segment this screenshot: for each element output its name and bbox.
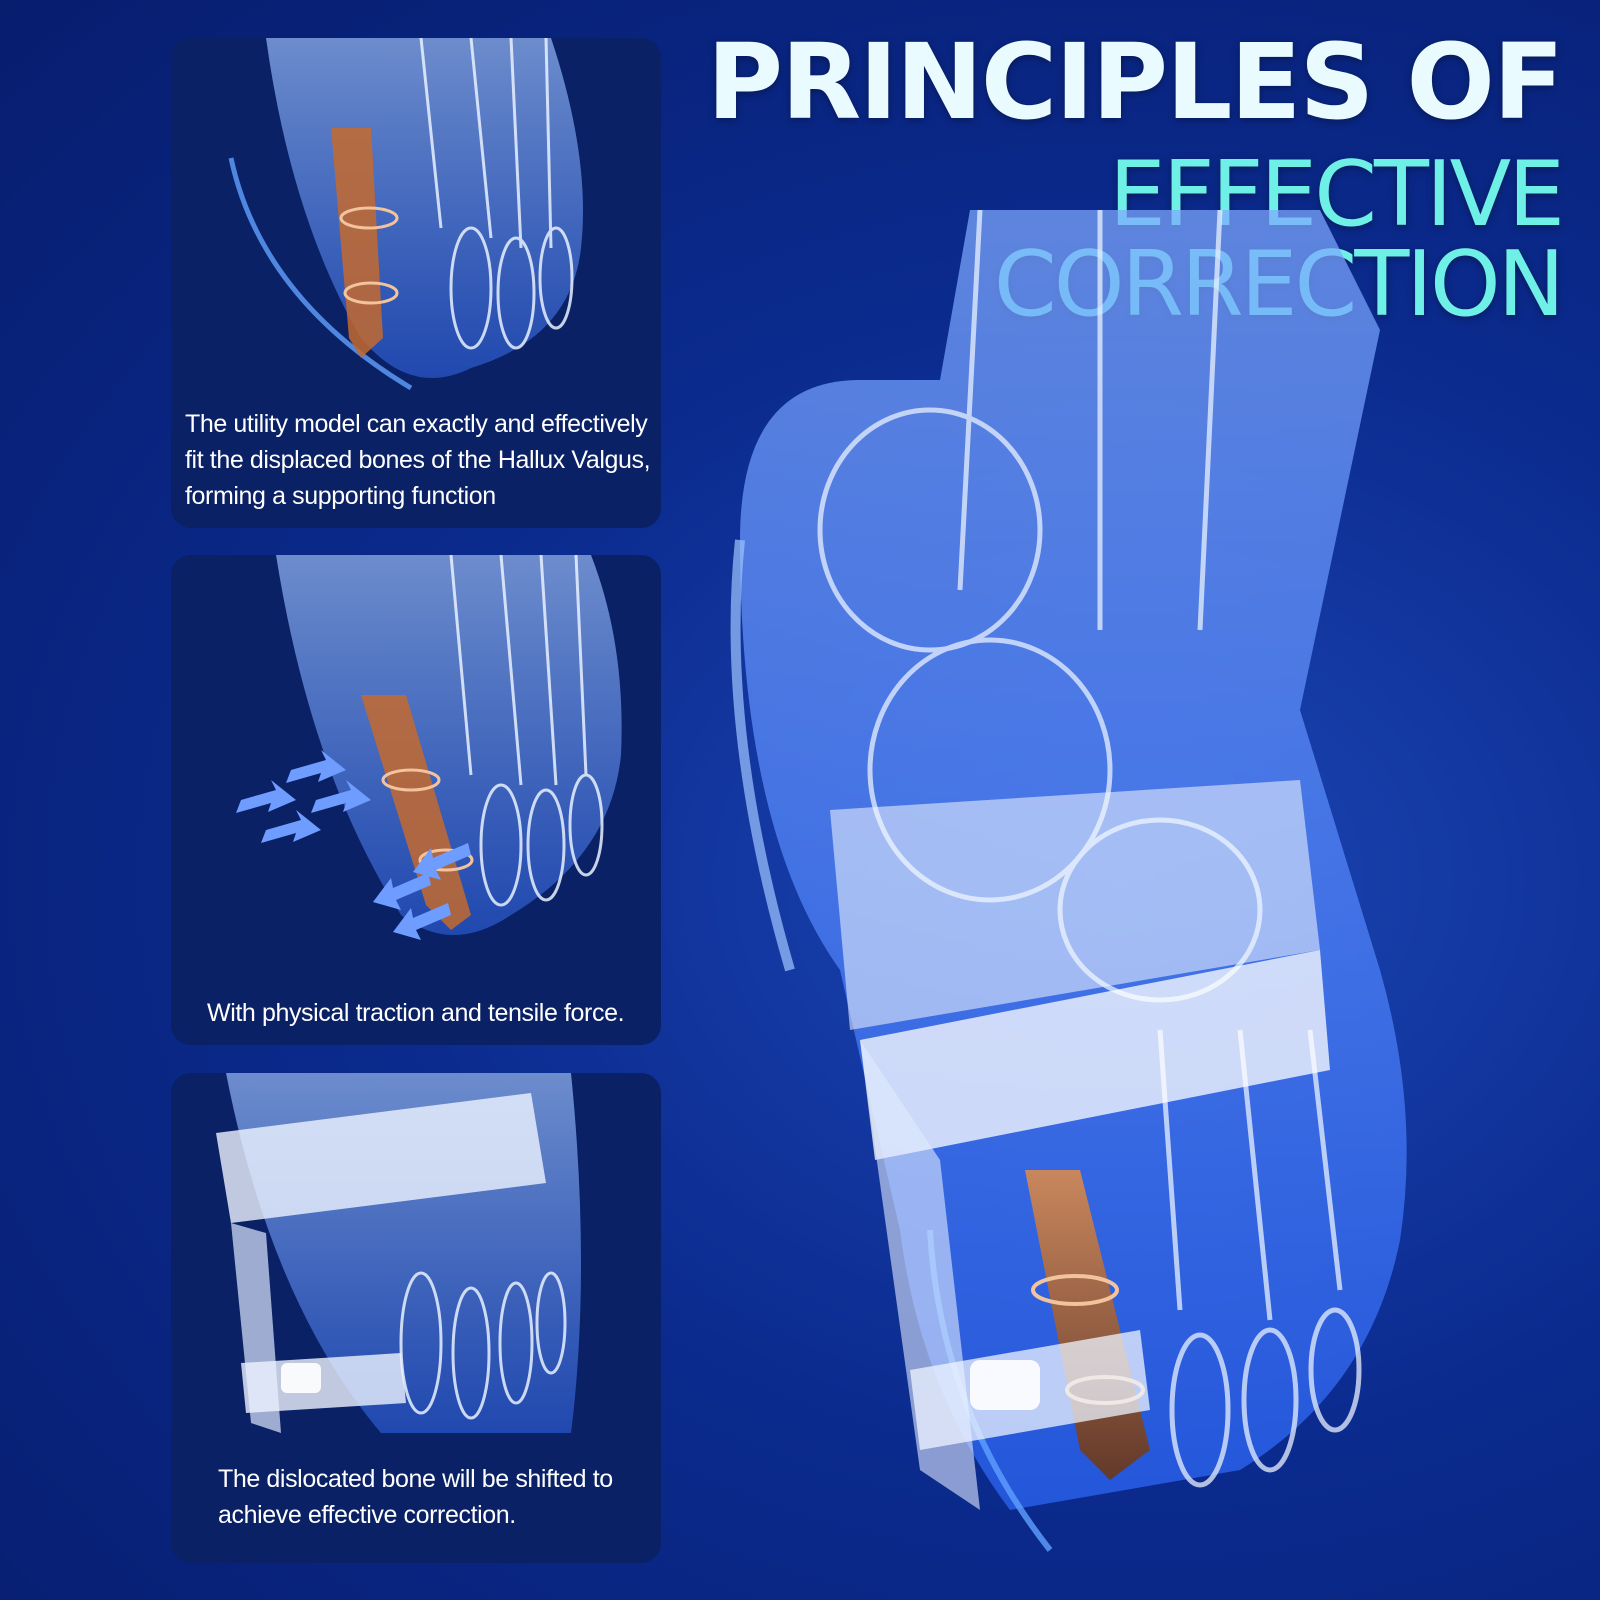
highlighted-toe-bone <box>331 128 399 358</box>
panel-caption: The utility model can exactly and effect… <box>185 410 651 510</box>
highlighted-toe-bone <box>361 695 474 930</box>
panel-caption: With physical traction and tensile force… <box>207 999 625 1027</box>
foot-shape <box>266 38 583 378</box>
foot-xray-illustration <box>730 210 1407 1552</box>
panel-caption: The dislocated bone will be shifted to a… <box>218 1465 613 1529</box>
foot-xray-illustration <box>236 555 622 940</box>
title-line-principles: PRINCIPLES OF <box>706 21 1564 143</box>
bunion-corrector-splint <box>216 1093 546 1433</box>
foot-xray-illustration <box>216 1073 581 1433</box>
panel-traction: With physical traction and tensile force… <box>171 555 661 1045</box>
panel-correction: The dislocated bone will be shifted to a… <box>171 1073 661 1563</box>
panel-support: The utility model can exactly and effect… <box>171 38 661 528</box>
bunion-corrector-splint <box>830 780 1330 1510</box>
foot-xray-illustration <box>228 38 583 391</box>
foot-shape <box>276 555 622 935</box>
force-arrows <box>236 750 471 940</box>
